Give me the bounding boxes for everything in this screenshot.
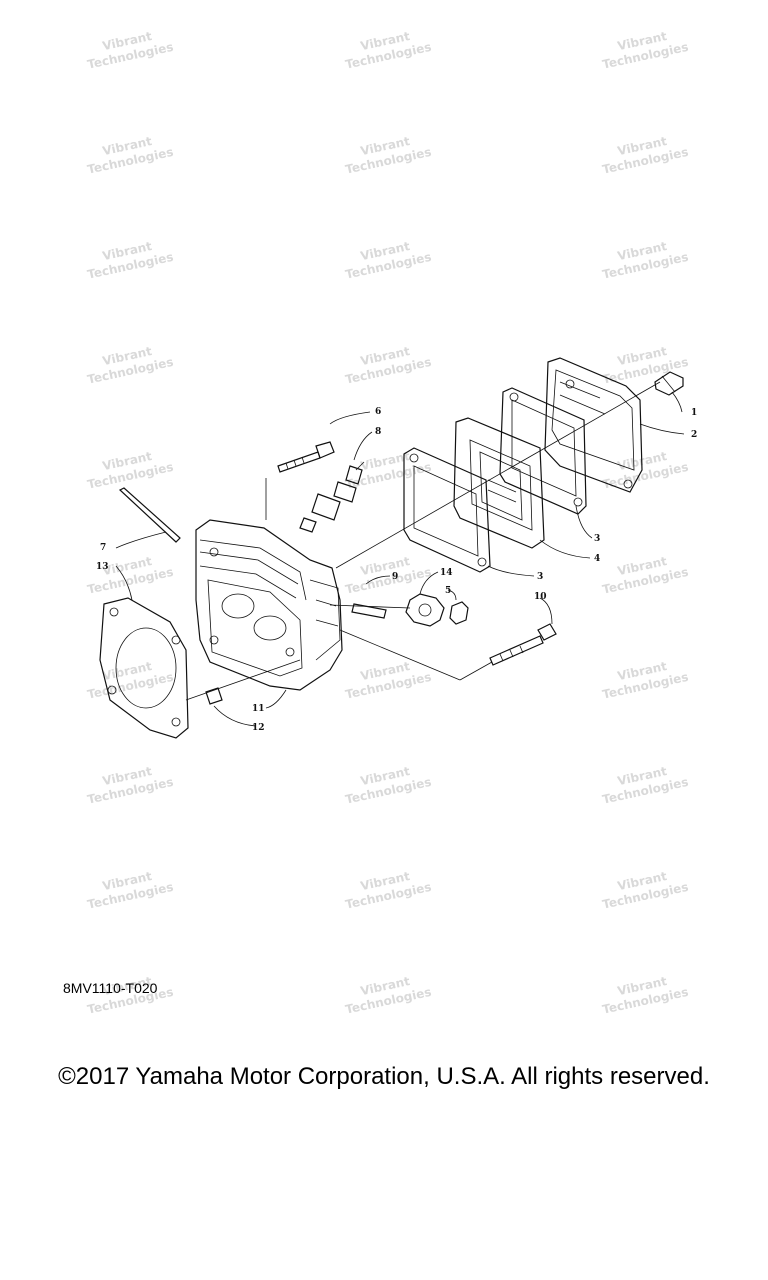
callout-11: 11: [252, 704, 265, 714]
callout-12: 12: [252, 723, 265, 733]
watermark-26: VibrantTechnologies: [598, 865, 690, 912]
watermark-2: VibrantTechnologies: [598, 25, 690, 72]
callout-6: 6: [375, 407, 381, 417]
part-3-gasket-lower: [403, 447, 491, 573]
watermark-23: VibrantTechnologies: [598, 760, 690, 807]
watermark-5: VibrantTechnologies: [598, 130, 690, 177]
watermark-7: VibrantTechnologies: [341, 235, 433, 282]
part-12-dowel: [205, 687, 223, 705]
watermark-29: VibrantTechnologies: [598, 970, 690, 1017]
callout-1: 1: [691, 408, 697, 418]
part-3-gasket-upper: [499, 387, 587, 515]
copyright-notice: ©2017 Yamaha Motor Corporation, U.S.A. A…: [58, 1063, 710, 1090]
watermark-8: VibrantTechnologies: [598, 235, 690, 282]
watermark-28: VibrantTechnologies: [341, 970, 433, 1017]
part-4-breather-plate: [453, 417, 545, 549]
part-8-spark-plug: [299, 461, 365, 533]
part-2-valve-cover: [544, 357, 643, 493]
callout-3-upper: 3: [594, 534, 600, 544]
part-6-bolt: [277, 441, 335, 473]
watermark-12: VibrantTechnologies: [83, 445, 175, 492]
watermark-15: VibrantTechnologies: [83, 550, 175, 597]
part-14-gasket: [405, 593, 445, 627]
callout-5: 5: [445, 586, 451, 596]
callout-4: 4: [594, 554, 600, 564]
callout-10: 10: [534, 592, 547, 602]
watermark-6: VibrantTechnologies: [83, 235, 175, 282]
watermark-24: VibrantTechnologies: [83, 865, 175, 912]
callout-2: 2: [691, 430, 697, 440]
part-7-stud: [118, 487, 181, 543]
part-10-bolt: [489, 623, 557, 666]
watermark-9: VibrantTechnologies: [83, 340, 175, 387]
watermark-22: VibrantTechnologies: [341, 760, 433, 807]
watermark-4: VibrantTechnologies: [341, 130, 433, 177]
watermark-10: VibrantTechnologies: [341, 340, 433, 387]
watermark-3: VibrantTechnologies: [83, 130, 175, 177]
watermark-20: VibrantTechnologies: [598, 655, 690, 702]
leader-lines: [115, 381, 685, 727]
watermark-0: VibrantTechnologies: [83, 25, 175, 72]
callout-labels: 1 2 3 4 3 5 6 7 8 9 10 11 12 13 14: [96, 407, 697, 733]
part-9-stud: [351, 603, 387, 619]
part-11-cylinder-head: [195, 519, 343, 691]
part-13-head-gasket: [99, 597, 189, 739]
callout-14: 14: [440, 568, 453, 578]
watermark-18: VibrantTechnologies: [83, 655, 175, 702]
callout-9: 9: [392, 572, 398, 582]
watermark-25: VibrantTechnologies: [341, 865, 433, 912]
part-5-nut: [449, 601, 469, 625]
diagram-code: 8MV1110-T020: [63, 980, 158, 996]
part-1-bolt: [654, 371, 684, 396]
watermark-1: VibrantTechnologies: [341, 25, 433, 72]
callout-3-lower: 3: [537, 572, 543, 582]
watermark-17: VibrantTechnologies: [598, 550, 690, 597]
callout-8: 8: [375, 427, 381, 437]
watermark-21: VibrantTechnologies: [83, 760, 175, 807]
callout-7: 7: [100, 543, 106, 553]
watermark-19: VibrantTechnologies: [341, 655, 433, 702]
callout-13: 13: [96, 562, 109, 572]
